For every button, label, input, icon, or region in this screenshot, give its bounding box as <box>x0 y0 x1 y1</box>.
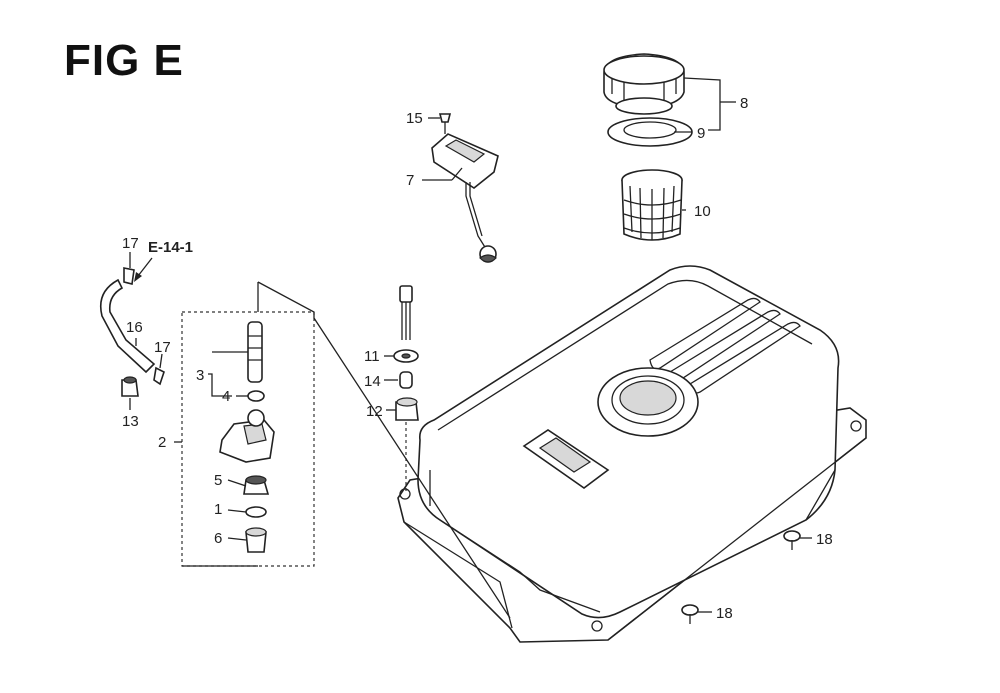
tank-mount-bolt <box>399 285 413 340</box>
callout-4: 4 <box>222 388 230 405</box>
callout-18-upper: 18 <box>816 531 833 548</box>
callout-10: 10 <box>694 203 711 220</box>
callout-7: 7 <box>406 172 414 189</box>
callout-18-lower: 18 <box>716 605 733 622</box>
callouts: 15 7 8 9 10 11 14 12 3 4 2 5 1 6 17 16 1… <box>122 95 833 622</box>
callout-8: 8 <box>740 95 748 112</box>
callout-5: 5 <box>214 472 222 489</box>
callout-17-lower: 17 <box>154 339 171 356</box>
fuel-tank <box>397 265 867 643</box>
callout-9: 9 <box>697 125 705 142</box>
tube-clip-lower <box>153 366 165 386</box>
callout-13: 13 <box>122 413 139 430</box>
grommet-12 <box>395 397 419 421</box>
callout-1: 1 <box>214 501 222 518</box>
callout-16: 16 <box>126 319 143 336</box>
callout-15: 15 <box>406 110 423 127</box>
filler-cap <box>603 53 685 115</box>
collar-14 <box>399 371 413 389</box>
callout-6: 6 <box>214 530 222 547</box>
reference-e-14-1: E-14-1 <box>148 239 193 256</box>
callout-14: 14 <box>364 373 381 390</box>
bolt-18-lower <box>681 604 699 624</box>
fuel-cock-assembly <box>181 281 511 619</box>
leader-lines <box>129 77 812 613</box>
washer-11 <box>393 349 419 363</box>
gauge-screw <box>438 113 452 134</box>
callout-17-upper: 17 <box>122 235 139 252</box>
nut-13 <box>121 376 139 397</box>
fuel-tube <box>99 278 156 374</box>
fuel-gauge <box>431 133 499 263</box>
figure-title: FIG E <box>64 36 184 85</box>
callout-2: 2 <box>158 434 166 451</box>
tube-clip-upper <box>123 267 135 285</box>
callout-3: 3 <box>196 367 204 384</box>
callout-11: 11 <box>364 348 380 365</box>
fuel-strainer <box>621 169 683 241</box>
callout-12: 12 <box>366 403 383 420</box>
bolt-18-upper <box>783 530 801 550</box>
